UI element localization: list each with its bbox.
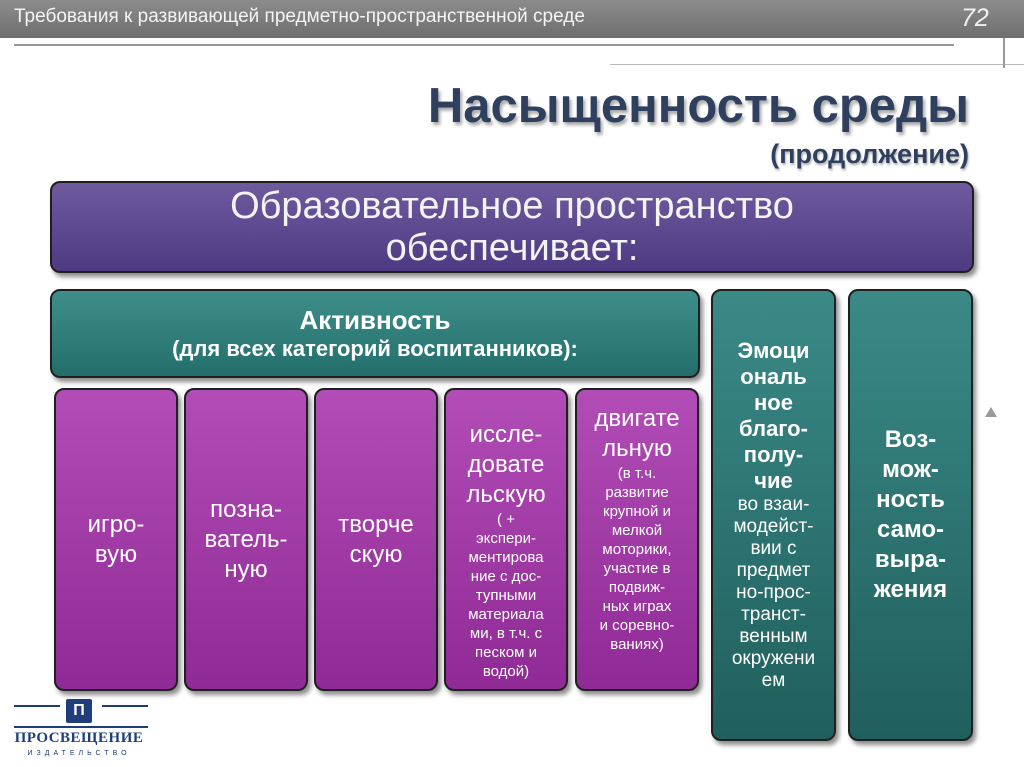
self-expression-line: само- <box>876 516 945 543</box>
emotional-detail: ем <box>761 670 786 691</box>
activity-play-line: вую <box>94 540 138 568</box>
emotional-detail: модейст- <box>733 516 814 537</box>
activity-play-box: игро- вую <box>54 388 178 691</box>
emotional-detail: но-прос- <box>736 582 811 603</box>
activity-motor-detail: участие в <box>603 560 671 577</box>
activity-cognitive-line: позна- <box>210 495 282 523</box>
activity-creative-line: творче <box>338 510 414 538</box>
publisher-mark-icon: П <box>66 699 92 723</box>
emotional-detail: вии с <box>750 538 797 559</box>
activity-cognitive-box: позна- ватель- ную <box>184 388 308 691</box>
publisher-name: ПРОСВЕЩЕНИЕ <box>14 730 144 746</box>
activity-motor-detail: ных играх <box>602 598 672 615</box>
activity-motor-line: льную <box>602 435 672 462</box>
activity-cognitive-line: ватель- <box>204 525 288 553</box>
accent-line <box>610 64 1024 65</box>
activity-cognitive-line: ную <box>224 555 268 583</box>
activity-motor-detail: и соревно- <box>599 617 675 634</box>
topbar-title: Требования к развивающей предметно-прост… <box>14 6 585 27</box>
activity-motor-box: двигате льную (в т.ч. развитие крупной и… <box>575 388 699 691</box>
activity-research-detail: ментирова <box>468 549 544 566</box>
activity-research-line: иссле- <box>469 421 543 448</box>
self-expression-line: жения <box>873 576 948 603</box>
activity-research-line: довате <box>467 451 545 478</box>
activity-creative-box: творче скую <box>314 388 438 691</box>
corner-rule <box>1003 38 1005 68</box>
slide-title: Насыщенность среды <box>427 79 969 133</box>
emotional-line: чие <box>754 468 793 493</box>
emotional-detail: венным <box>739 626 808 647</box>
activity-motor-detail: (в т.ч. <box>617 465 657 482</box>
logo-rule <box>14 726 148 728</box>
activity-motor-detail: развитие <box>605 484 669 501</box>
activity-subtitle: (для всех категорий воспитанников): <box>172 335 578 361</box>
self-expression-line: мож- <box>882 456 939 483</box>
activity-creative-line: скую <box>349 540 403 568</box>
activity-play-line: игро- <box>87 510 145 538</box>
activity-title: Активность <box>299 304 451 335</box>
activity-research-detail: ( + <box>497 511 515 528</box>
publisher-logo: П ПРОСВЕЩЕНИЕ ИЗДАТЕЛЬСТВО <box>4 697 154 765</box>
divider-line <box>14 44 954 46</box>
self-expression-line: выра- <box>874 546 947 573</box>
top-bar: Требования к развивающей предметно-прост… <box>0 0 1024 38</box>
logo-rule <box>14 705 60 707</box>
emotional-line: полу- <box>743 442 804 467</box>
emotional-line: ональ <box>740 364 807 389</box>
activity-research-box: иссле- довате льскую ( + экспери- ментир… <box>444 388 568 691</box>
activity-motor-detail: крупной и <box>603 503 671 520</box>
emotional-detail: транст- <box>741 604 806 625</box>
activity-research-detail: ние с дос- <box>470 568 542 585</box>
emotional-line: благо- <box>739 416 808 441</box>
activity-research-detail: материала <box>468 606 544 623</box>
activity-research-detail: тупными <box>475 587 537 604</box>
activity-motor-detail: ваниях) <box>610 636 664 653</box>
activity-motor-detail: подвиж- <box>608 579 666 596</box>
activity-motor-detail: моторики, <box>602 541 672 558</box>
self-expression-line: Воз- <box>884 426 937 453</box>
scroll-arrow-icon <box>985 407 997 417</box>
emotional-wellbeing-box: Эмоци ональ ное благо- полу- чие во взаи… <box>711 289 836 741</box>
publisher-subtitle: ИЗДАТЕЛЬСТВО <box>27 750 131 757</box>
activity-box: Активность (для всех категорий воспитанн… <box>50 289 700 378</box>
logo-rule <box>102 705 148 707</box>
activity-research-detail: экспери- <box>475 530 537 547</box>
emotional-line: Эмоци <box>737 338 810 363</box>
main-statement-line-2: обеспечивает: <box>385 227 639 269</box>
emotional-detail: предмет <box>736 560 811 581</box>
emotional-detail: окружени <box>731 648 816 669</box>
self-expression-line: ность <box>876 486 945 513</box>
emotional-line: ное <box>754 390 793 415</box>
activity-motor-line: двигате <box>594 405 680 432</box>
activity-research-line: льскую <box>466 481 546 508</box>
activity-motor-detail: мелкой <box>611 522 663 539</box>
main-statement-box: Образовательное пространство обеспечивае… <box>50 181 974 273</box>
activity-research-detail: песком и <box>475 644 537 661</box>
main-statement-line-1: Образовательное пространство <box>230 185 794 227</box>
activity-research-detail: ми, в т.ч. с <box>469 625 543 642</box>
page-number: 72 <box>961 4 989 32</box>
activity-research-detail: водой) <box>482 663 530 680</box>
slide-subtitle: (продолжение) <box>770 139 969 169</box>
emotional-detail: во взаи- <box>737 494 810 515</box>
self-expression-box: Воз- мож- ность само- выра- жения <box>848 289 973 741</box>
